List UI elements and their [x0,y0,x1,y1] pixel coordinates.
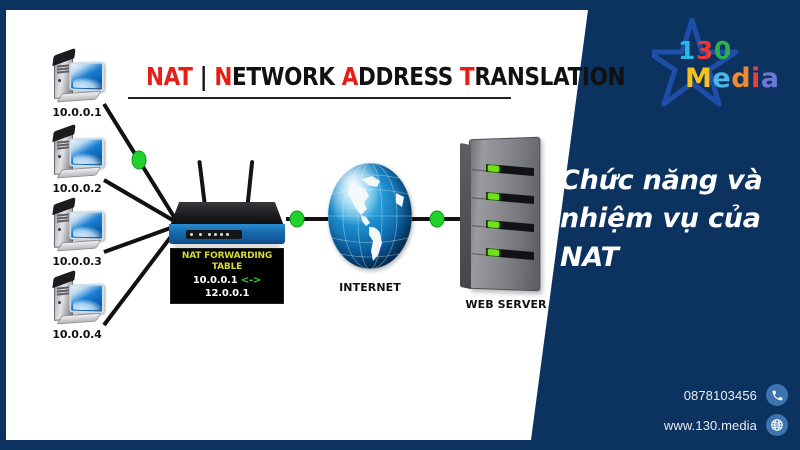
website-url: www.130.media [663,417,757,433]
globe-icon [328,163,412,269]
pc-monitor [69,61,105,92]
client-ip-label: 10.0.0.3 [52,255,102,268]
router-antenna-left [197,159,207,205]
pc-keyboard [56,239,102,252]
phone-number: 0878103456 [683,387,757,403]
logo-char-e: e [712,63,732,94]
network-links [102,102,470,327]
client-pc-1[interactable]: 10.0.0.1 [46,47,108,119]
title-t: T [460,62,475,91]
server-led [488,221,499,229]
router-antenna-right [245,159,255,205]
nat-table-row: 10.0.0.1 <-> 12.0.0.1 [171,274,283,300]
client-ip-label: 10.0.0.4 [52,328,102,341]
pc-monitor [69,137,105,168]
nat-forwarding-table: NAT FORWARDING TABLE 10.0.0.1 <-> 12.0.0… [170,248,284,304]
server-led [488,193,499,201]
brand-logo[interactable]: 130 Media [652,18,797,110]
router-led-strip [186,230,242,239]
logo-char-0: 0 [713,36,732,65]
contact-phone-row[interactable]: 0878103456 [684,384,788,406]
router-top-shell [170,202,284,226]
title-n: N [214,62,233,91]
pc-power-led [58,301,61,304]
web-server[interactable]: WEB SERVER [460,136,552,313]
diagram-title: NAT | NETWORK ADDRESS TRANSLATION [146,62,626,91]
logo-wordmark: 130 Media [678,38,798,92]
router-led [220,233,223,236]
internet-label: INTERNET [339,281,401,294]
nat-local-ip: 10.0.0.1 [192,274,238,286]
logo-char-a: a [760,63,780,94]
client-pc-2[interactable]: 10.0.0.2 [46,123,108,195]
contact-block: 0878103456 www.130.media [548,384,788,436]
globe-continents [328,163,412,269]
title-ranslation: RANSLATION [474,62,626,91]
title-etwork: ETWORK [232,62,342,91]
pc-power-led [58,228,61,231]
logo-char-3: 3 [695,36,714,65]
logo-line-media: Media [685,65,798,92]
router-shadow [174,244,280,248]
pc-monitor [69,210,105,241]
client-pc-3[interactable]: 10.0.0.3 [46,196,108,268]
contact-website-row[interactable]: www.130.media [664,414,788,436]
router-led [214,233,217,236]
server-led [488,249,499,257]
router-led [208,233,211,236]
router-led [226,233,229,236]
title-a: A [341,62,359,91]
phone-icon [766,384,788,406]
pc-monitor [69,283,105,314]
logo-char-1: 1 [678,36,696,65]
title-nat: NAT [146,62,193,91]
star-icon [652,18,739,107]
server-side-panel [460,142,471,290]
nat-router[interactable]: NAT FORWARDING TABLE 10.0.0.1 <-> 12.0.0… [168,159,286,304]
client-pc-4[interactable]: 10.0.0.4 [46,269,108,341]
globe-icon [766,414,788,436]
pc-keyboard [56,312,102,325]
client-ip-label: 10.0.0.1 [52,106,102,119]
title-ddress: DDRESS [358,62,461,91]
nat-arrow: <-> [240,274,262,286]
nat-table-title: NAT FORWARDING TABLE [181,251,273,273]
page-title: Chức năng và nhiệm vụ của NAT [560,165,763,273]
internet-cloud[interactable]: INTERNET [322,163,418,303]
router-led [190,233,193,236]
pc-keyboard [56,90,102,103]
client-ip-label: 10.0.0.2 [52,182,102,195]
server-led [488,165,499,173]
logo-char-m: M [685,63,713,94]
title-sep: | [192,62,215,91]
nat-public-ip: 12.0.0.1 [204,287,250,299]
logo-char-i: i [751,63,761,94]
pc-keyboard [56,166,102,179]
pc-power-led [58,155,61,158]
router-led [199,233,202,236]
web-server-label: WEB SERVER [465,298,547,311]
logo-line-130: 130 [678,38,798,63]
pc-power-led [58,79,61,82]
logo-char-d: d [731,63,752,94]
title-underline [128,97,511,99]
server-chassis [468,136,541,292]
